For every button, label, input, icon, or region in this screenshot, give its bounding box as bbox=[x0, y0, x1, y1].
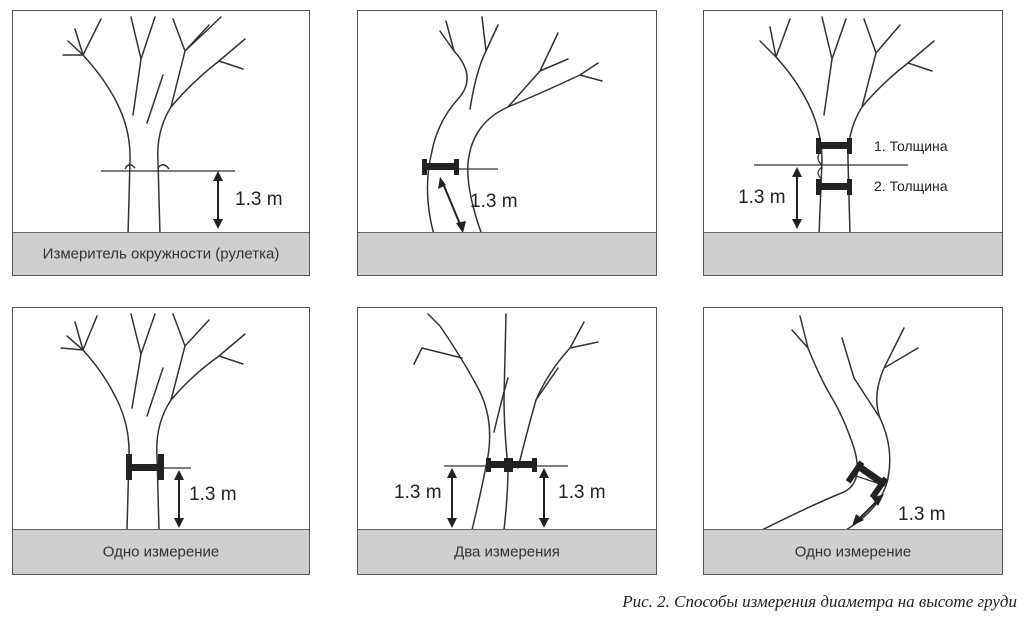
ground bbox=[358, 232, 656, 275]
panel-two-thickness: 1.3 m 1. Толщина 2. Толщина bbox=[703, 10, 1003, 276]
height-label: 1.3 m bbox=[470, 191, 518, 212]
thickness-2-label: 2. Толщина bbox=[874, 178, 948, 194]
panel-leaning-tree: 1.3 m bbox=[357, 10, 657, 276]
ground-label: Одно измерение bbox=[102, 543, 220, 561]
tree-drawing bbox=[754, 16, 935, 236]
ground-label: Два измерения bbox=[454, 543, 560, 561]
panel-curved-tree: 1.3 m Одно измерение bbox=[703, 307, 1003, 575]
ground: Два измерения bbox=[358, 529, 656, 574]
ground: Одно измерение bbox=[13, 529, 309, 574]
ground-label: Одно измерение bbox=[794, 543, 912, 561]
thickness-1-label: 1. Толщина bbox=[874, 138, 948, 154]
tree-drawing bbox=[60, 313, 246, 531]
ground bbox=[704, 232, 1002, 275]
panel-tape-measure: 1.3 m Измеритель окружности (рулетка) bbox=[12, 10, 310, 276]
panel-single-measure: 1.3 m Одно измерение bbox=[12, 307, 310, 575]
height-label-right: 1.3 m bbox=[558, 482, 606, 503]
height-label: 1.3 m bbox=[189, 484, 237, 505]
ground-label: Измеритель окружности (рулетка) bbox=[42, 245, 280, 263]
tree-drawing bbox=[422, 16, 603, 236]
tree-drawing bbox=[62, 16, 246, 236]
height-label: 1.3 m bbox=[235, 189, 283, 210]
height-label-left: 1.3 m bbox=[394, 482, 442, 503]
tree-drawing bbox=[413, 313, 599, 531]
height-label: 1.3 m bbox=[898, 504, 946, 525]
ground: Одно измерение bbox=[704, 529, 1002, 574]
tree-drawing bbox=[761, 315, 919, 531]
figure-caption: Рис. 2. Способы измерения диаметра на вы… bbox=[622, 592, 1017, 611]
panel-forked-tree: 1.3 m 1.3 m Два измерения bbox=[357, 307, 657, 575]
ground: Измеритель окружности (рулетка) bbox=[13, 232, 309, 275]
height-label: 1.3 m bbox=[738, 187, 786, 208]
